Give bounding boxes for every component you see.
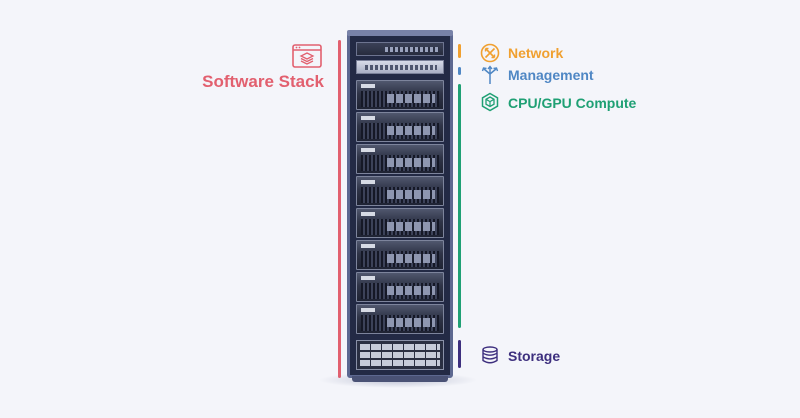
compute-server-unit: [356, 240, 444, 270]
compute-server-unit: [356, 144, 444, 174]
storage-label: Storage: [508, 348, 561, 364]
network-switch-unit: [356, 42, 444, 56]
rack-base: [352, 376, 448, 382]
compute-server-unit: [356, 112, 444, 142]
management-label: Management: [508, 67, 594, 83]
storage-bar: [458, 340, 461, 368]
software-stack-bar: [338, 40, 341, 378]
software-stack-label: Software Stack: [202, 72, 324, 91]
compute-server-unit: [356, 208, 444, 238]
compute-server-unit: [356, 80, 444, 110]
compute-server-unit: [356, 272, 444, 302]
storage-unit: [356, 340, 444, 370]
compute-bar: [458, 84, 461, 328]
compute-label: CPU/GPU Compute: [508, 95, 637, 111]
rack-top: [347, 30, 453, 36]
network-cross-icon: [480, 43, 500, 63]
cube-icon: [481, 92, 499, 112]
management-bar: [458, 67, 461, 75]
network-label: Network: [508, 45, 564, 61]
network-bar: [458, 44, 461, 58]
database-icon: [482, 346, 498, 364]
compute-server-unit: [356, 176, 444, 206]
arrows-split-icon: [481, 65, 499, 84]
layers-window-icon: [292, 44, 322, 68]
management-switch-unit: [356, 60, 444, 74]
compute-server-unit: [356, 304, 444, 334]
